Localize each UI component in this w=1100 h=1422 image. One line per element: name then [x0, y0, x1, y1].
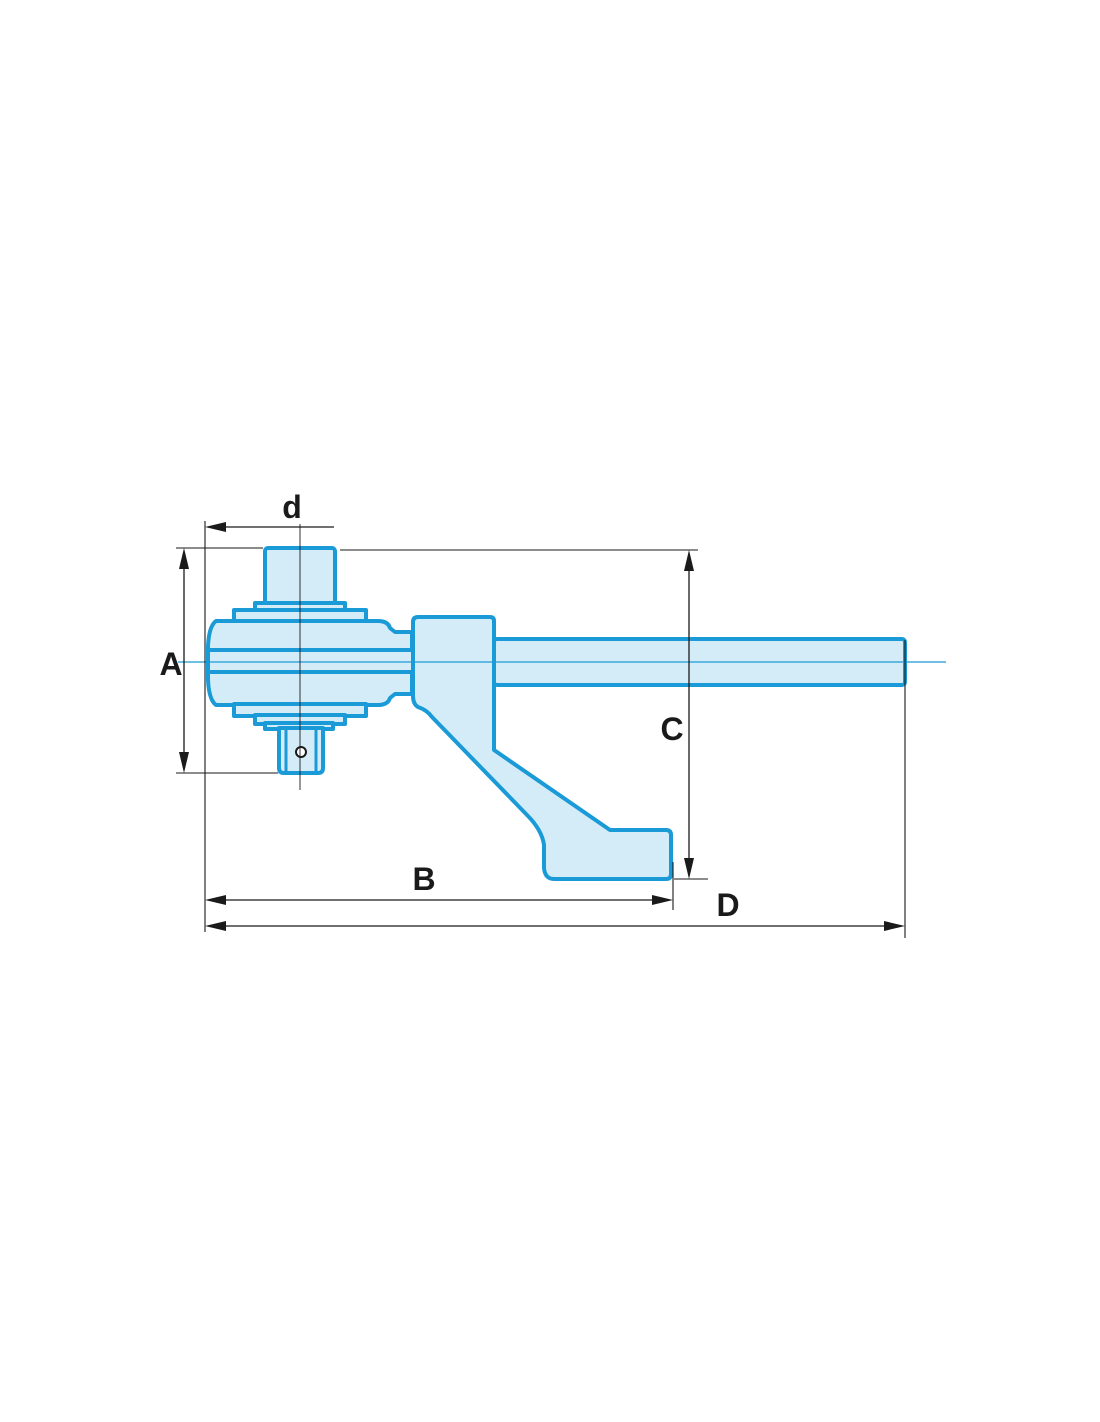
tool-drawing: [206, 546, 907, 881]
dimension-label-c: C: [660, 711, 683, 747]
dimension-d: d: [204, 489, 334, 548]
dimension-label-d: d: [282, 489, 302, 525]
dimension-d-overall: D: [205, 640, 906, 938]
dimension-b: B: [204, 548, 674, 932]
dimension-label-d-overall: D: [716, 887, 739, 923]
drive-pin-hole: [295, 746, 307, 758]
reaction-arm: [411, 615, 673, 881]
dimension-label-a: A: [159, 646, 182, 682]
gear-shaft: [206, 648, 415, 674]
dimension-a: A: [159, 547, 278, 774]
dimension-label-b: B: [412, 861, 435, 897]
dimension-c: C: [340, 549, 708, 880]
